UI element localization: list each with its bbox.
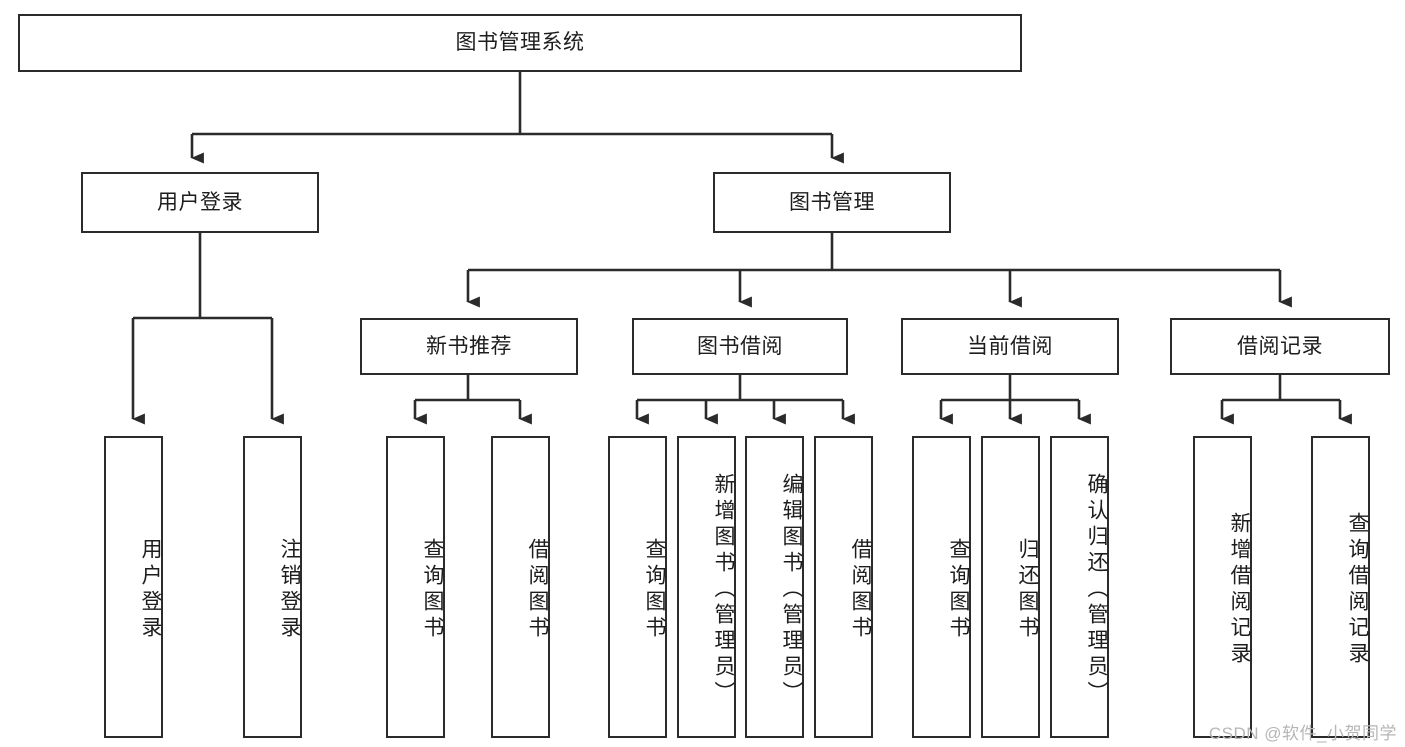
leaf-user-login-label: 用户登录 [139,538,162,642]
node-book-borrow[interactable]: 图书借阅 [632,318,848,375]
leaf-query-book-borrow[interactable]: 查询图书 [608,436,667,738]
node-book-borrow-label: 图书借阅 [697,334,783,358]
leaf-confirm-return-admin-label: 确认归还（管理员） [1085,473,1108,707]
node-user-login-label: 用户登录 [157,190,243,214]
node-borrow-records[interactable]: 借阅记录 [1170,318,1390,375]
leaf-query-book-newbook-label: 查询图书 [421,538,444,642]
leaf-query-borrow-record[interactable]: 查询借阅记录 [1311,436,1370,738]
leaf-add-book-admin-label: 新增图书（管理员） [712,473,735,707]
csdn-watermark: CSDN @软件_小贺同学 [1208,724,1397,743]
leaf-borrow-book-newbook[interactable]: 借阅图书 [491,436,550,738]
leaf-add-borrow-record[interactable]: 新增借阅记录 [1193,436,1252,738]
node-new-book-recommend-label: 新书推荐 [426,334,512,358]
leaf-add-book-admin[interactable]: 新增图书（管理员） [677,436,736,738]
leaf-query-book-current[interactable]: 查询图书 [912,436,971,738]
node-new-book-recommend[interactable]: 新书推荐 [360,318,578,375]
leaf-query-book-newbook[interactable]: 查询图书 [386,436,445,738]
node-borrow-records-label: 借阅记录 [1237,334,1323,358]
leaf-borrow-book-label: 借阅图书 [849,538,872,642]
leaf-user-login[interactable]: 用户登录 [104,436,163,738]
leaf-edit-book-admin[interactable]: 编辑图书（管理员） [745,436,804,738]
node-current-borrow-label: 当前借阅 [967,334,1053,358]
leaf-borrow-book[interactable]: 借阅图书 [814,436,873,738]
node-current-borrow[interactable]: 当前借阅 [901,318,1119,375]
leaf-edit-book-admin-label: 编辑图书（管理员） [780,473,803,707]
leaf-return-book-label: 归还图书 [1016,538,1039,642]
leaf-logout[interactable]: 注销登录 [243,436,302,738]
leaf-logout-label: 注销登录 [278,538,301,642]
node-book-management[interactable]: 图书管理 [713,172,951,233]
leaf-query-book-borrow-label: 查询图书 [643,538,666,642]
leaf-query-book-current-label: 查询图书 [947,538,970,642]
leaf-query-borrow-record-label: 查询借阅记录 [1346,512,1369,668]
node-root-label: 图书管理系统 [455,31,585,55]
leaf-confirm-return-admin[interactable]: 确认归还（管理员） [1050,436,1109,738]
leaf-borrow-book-newbook-label: 借阅图书 [526,538,549,642]
leaf-return-book[interactable]: 归还图书 [981,436,1040,738]
node-book-management-label: 图书管理 [789,190,875,214]
leaf-add-borrow-record-label: 新增借阅记录 [1228,512,1251,668]
node-user-login[interactable]: 用户登录 [81,172,319,233]
node-root[interactable]: 图书管理系统 [18,14,1022,72]
